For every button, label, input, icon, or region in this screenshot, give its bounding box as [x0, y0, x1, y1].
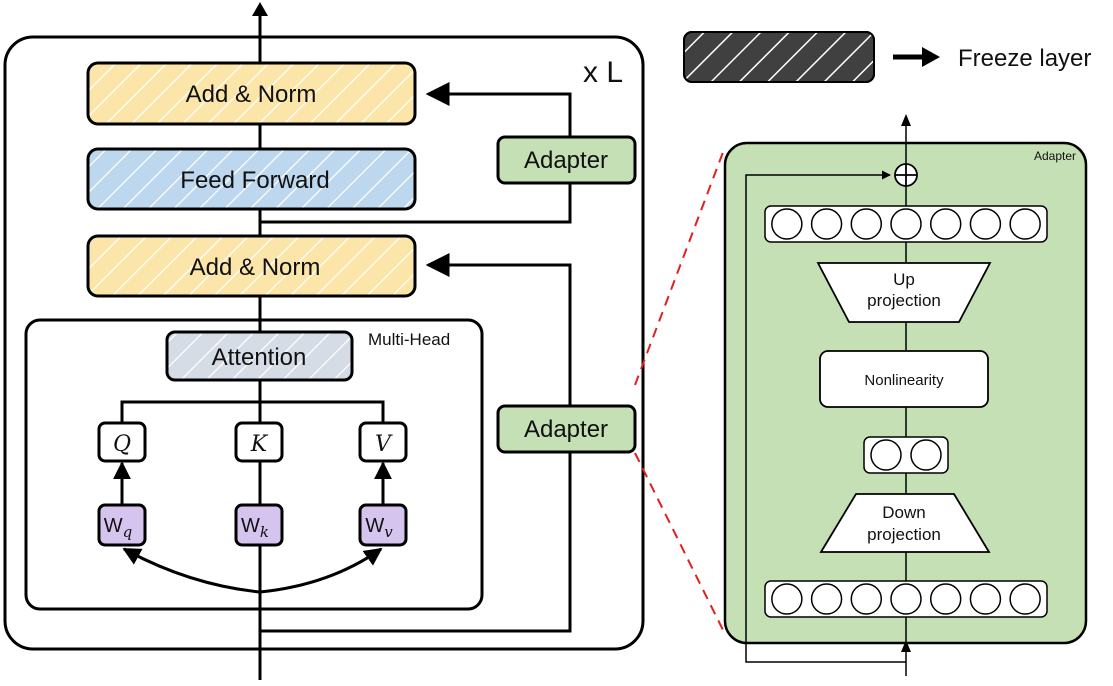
query-label: Q: [113, 432, 131, 457]
repeat-label: x L: [583, 56, 623, 89]
down-projection-line1: Down: [882, 503, 925, 522]
query-box: Q: [97, 421, 147, 463]
key-label: K: [250, 432, 269, 457]
neuron-node: [969, 583, 1002, 615]
neuron-node: [870, 439, 902, 471]
adapter-bottom-box: Adapter: [496, 404, 637, 454]
adapter-input-arrow-icon: [901, 640, 911, 652]
weight-value-sub: v: [384, 523, 393, 541]
right-arrow-icon: [893, 47, 940, 67]
feed-forward-label: Feed Forward: [180, 167, 329, 194]
attention-label: Attention: [212, 344, 307, 371]
attention-block: Attention: [165, 330, 354, 382]
residual-top: [260, 82, 572, 224]
multi-head-label: Multi-Head: [368, 330, 450, 349]
nonlinearity-label: Nonlinearity: [864, 372, 944, 389]
weight-key-box: Wk: [234, 503, 284, 547]
down-projection-line2: projection: [867, 525, 941, 544]
circle-plus-icon: [894, 163, 918, 187]
adapter-bottom-label: Adapter: [524, 416, 608, 443]
up-projection-line1: Up: [893, 270, 915, 289]
weight-query-box: Wq: [97, 503, 147, 547]
neuron-node: [771, 208, 803, 240]
fan-out-right-arrow: [259, 547, 383, 594]
neuron-node: [850, 583, 883, 615]
neuron-node: [929, 583, 962, 615]
residual-bottom: [260, 253, 572, 633]
weight-query-sub: q: [123, 523, 133, 541]
qkv-bus: [120, 400, 385, 423]
down-projection-block: Down projection: [819, 493, 991, 553]
neuron-row-bottleneck: [863, 436, 949, 474]
weight-query-base: W: [104, 515, 123, 537]
neuron-node: [910, 439, 942, 471]
value-box: V: [358, 421, 408, 463]
neuron-node: [850, 208, 883, 240]
add-norm-top-label: Add & Norm: [186, 81, 317, 108]
weight-value-base: W: [365, 515, 384, 537]
output-arrow-icon: [252, 2, 268, 16]
hatched-swatch-icon: [683, 31, 875, 83]
neuron-node: [969, 208, 1002, 240]
svg-text:Wk: Wk: [241, 515, 269, 541]
neuron-node: [810, 583, 843, 615]
zoom-guide-bottom: [634, 452, 726, 635]
adapter-output-arrow-icon: [901, 114, 911, 126]
adapter-detail-panel: Adapter Up projection: [723, 114, 1088, 676]
neuron-node: [929, 208, 962, 240]
neuron-node: [890, 208, 922, 240]
up-projection-line2: projection: [867, 291, 941, 310]
neuron-node: [1009, 208, 1041, 240]
adapter-skip-connection: [745, 170, 906, 663]
up-projection-block: Up projection: [816, 262, 992, 323]
neuron-node: [890, 583, 922, 615]
feed-forward-block: Feed Forward: [86, 147, 417, 211]
multi-head-frame: [24, 318, 484, 611]
key-box: K: [234, 421, 284, 463]
nonlinearity-block: Nonlinearity: [819, 350, 989, 408]
add-norm-bottom-label: Add & Norm: [190, 254, 321, 281]
fan-out-left-arrow: [122, 547, 261, 594]
neuron-node: [771, 583, 803, 615]
svg-text:Wq: Wq: [104, 515, 133, 541]
adapter-top-box: Adapter: [496, 135, 637, 185]
zoom-guide-top: [634, 146, 726, 386]
neuron-row-top: [764, 205, 1048, 243]
neuron-row-bottom: [764, 580, 1048, 618]
weight-key-base: W: [241, 515, 260, 537]
weight-value-box: Wv: [358, 503, 408, 547]
neuron-node: [1009, 583, 1041, 615]
adapter-detail-title: Adapter: [1034, 149, 1076, 163]
value-label: V: [375, 432, 393, 457]
legend-label: Freeze layer: [958, 45, 1091, 72]
transformer-frame: [3, 35, 645, 651]
svg-text:Wv: Wv: [365, 515, 393, 541]
weight-key-sub: k: [260, 523, 269, 541]
neuron-node: [810, 208, 843, 240]
add-norm-bottom-block: Add & Norm: [86, 234, 417, 298]
legend: Freeze layer: [683, 31, 1091, 83]
add-norm-top-block: Add & Norm: [86, 61, 417, 126]
transformer-layer: x L Add & Norm Feed Forward: [3, 2, 645, 680]
adapter-top-label: Adapter: [524, 147, 608, 174]
